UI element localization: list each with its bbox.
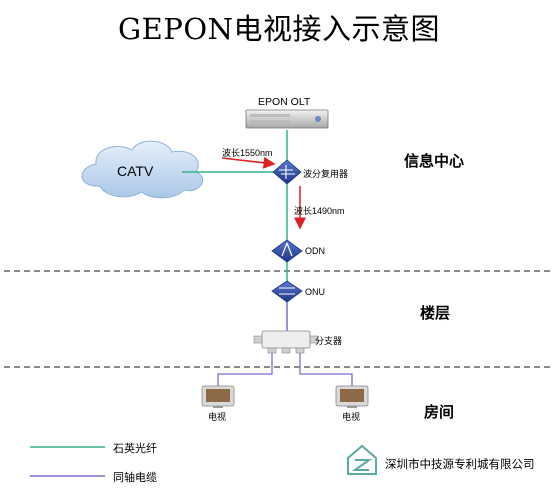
tv-left-label: 电视 xyxy=(208,412,227,422)
catv-label: CATV xyxy=(117,163,154,179)
splitter-device xyxy=(253,330,319,354)
zone-room-label: 房间 xyxy=(424,404,455,421)
wavelength-1550-label: 波长1550nm xyxy=(222,148,273,158)
tv-right-label: 电视 xyxy=(342,412,361,422)
legend-fiber-label: 石英光纤 xyxy=(113,442,157,455)
legend-coax-label: 同轴电缆 xyxy=(113,471,157,484)
splitter-label: 分支器 xyxy=(315,336,343,346)
coax-splitter-to-tv-left xyxy=(217,352,273,386)
wavelength-1490-label: 波长1490nm xyxy=(294,206,345,216)
wdm-label: 波分复用器 xyxy=(303,169,349,179)
olt-device xyxy=(245,109,329,129)
coax-splitter-to-tv-right xyxy=(299,352,353,386)
wdm-device xyxy=(272,159,302,185)
tv-right-icon xyxy=(335,385,369,408)
onu-label: ONU xyxy=(305,287,325,297)
onu-device xyxy=(271,280,303,303)
tv-left-icon xyxy=(201,385,235,408)
odn-label: ODN xyxy=(305,246,325,256)
page-title: GEPON电视接入示意图 xyxy=(118,12,440,46)
footer-company: 深圳市中技源专利城有限公司 xyxy=(385,457,535,471)
house-z-logo-icon xyxy=(347,444,377,475)
olt-label: EPON OLT xyxy=(258,96,311,108)
odn-device xyxy=(271,239,303,263)
zone-floor-label: 楼层 xyxy=(420,305,451,322)
zone-center-label: 信息中心 xyxy=(404,153,465,170)
arrow-1550 xyxy=(221,156,276,169)
catv-cloud xyxy=(81,140,204,199)
